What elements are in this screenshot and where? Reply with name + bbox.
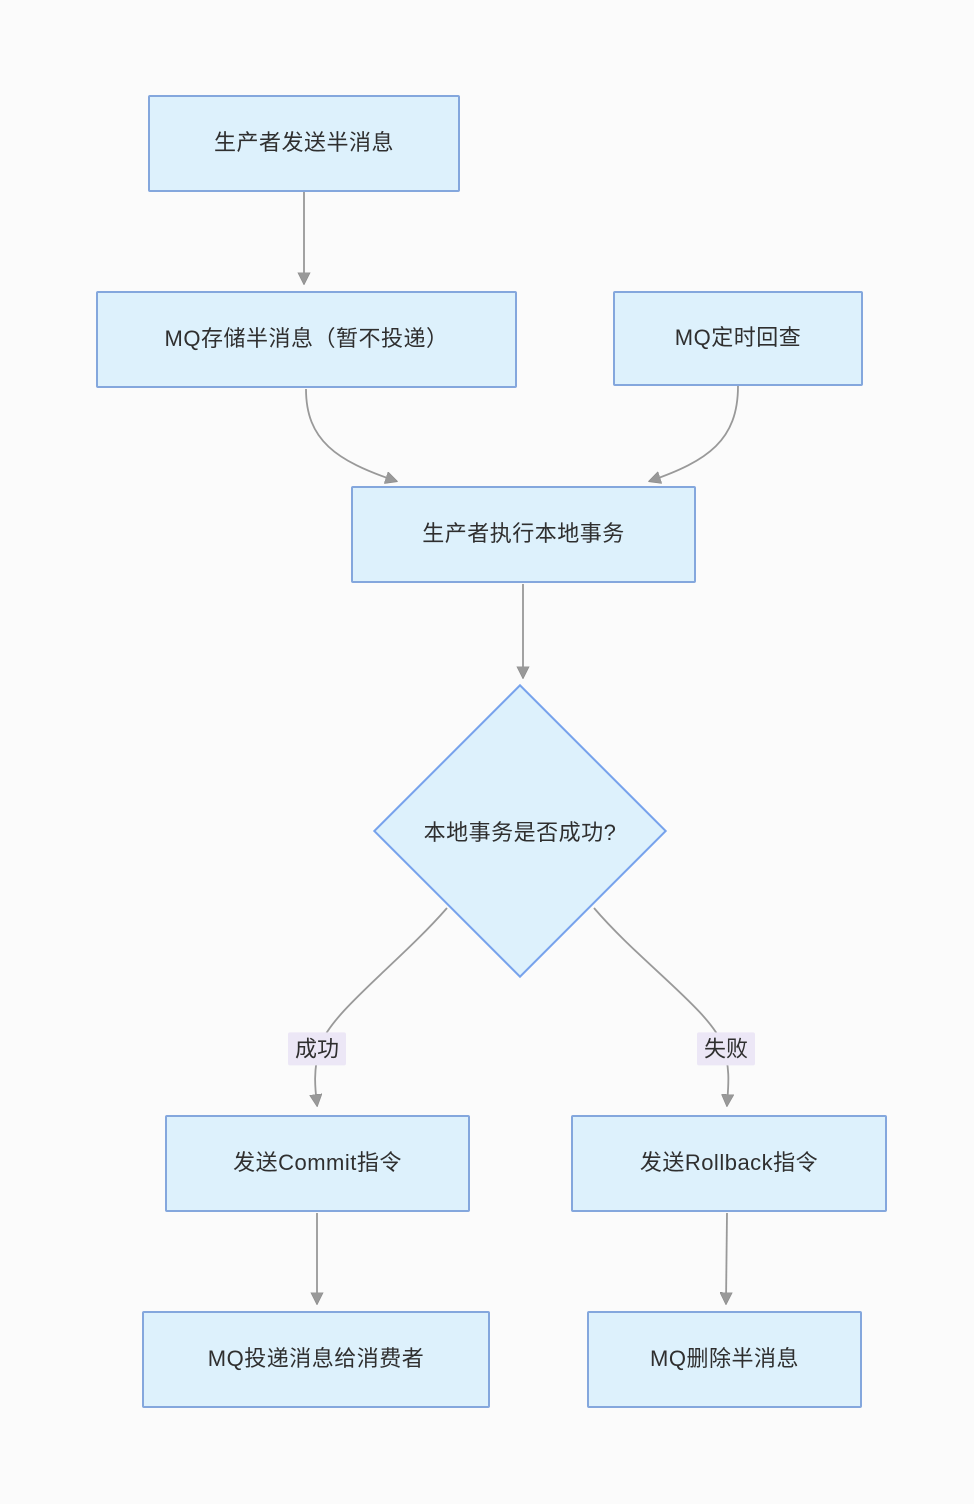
node-send-commit: 发送Commit指令: [165, 1115, 470, 1212]
node-mq-scheduled-recheck: MQ定时回查: [613, 291, 863, 386]
node-send-rollback: 发送Rollback指令: [571, 1115, 887, 1212]
edge-rollback-to-delete: [726, 1212, 727, 1303]
node-producer-exec-local-tx: 生产者执行本地事务: [351, 486, 696, 583]
node-mq-deliver-to-consumer: MQ投递消息给消费者: [142, 1311, 490, 1408]
edge-label-failure: 失败: [696, 1032, 756, 1066]
edge-decision-to-commit: [315, 907, 448, 1105]
edge-recheck-to-localtx: [650, 385, 739, 481]
node-producer-send-half-message: 生产者发送半消息: [148, 95, 460, 192]
edge-label-success: 成功: [287, 1032, 347, 1066]
diamond-label: 本地事务是否成功?: [423, 820, 617, 845]
node-mq-store-half-message: MQ存储半消息（暂不投递）: [96, 291, 517, 388]
edge-decision-to-rollback: [593, 907, 728, 1105]
node-local-tx-success-decision: 本地事务是否成功?: [372, 683, 668, 979]
node-mq-delete-half-message: MQ删除半消息: [587, 1311, 862, 1408]
edge-store-to-localtx: [305, 388, 396, 481]
